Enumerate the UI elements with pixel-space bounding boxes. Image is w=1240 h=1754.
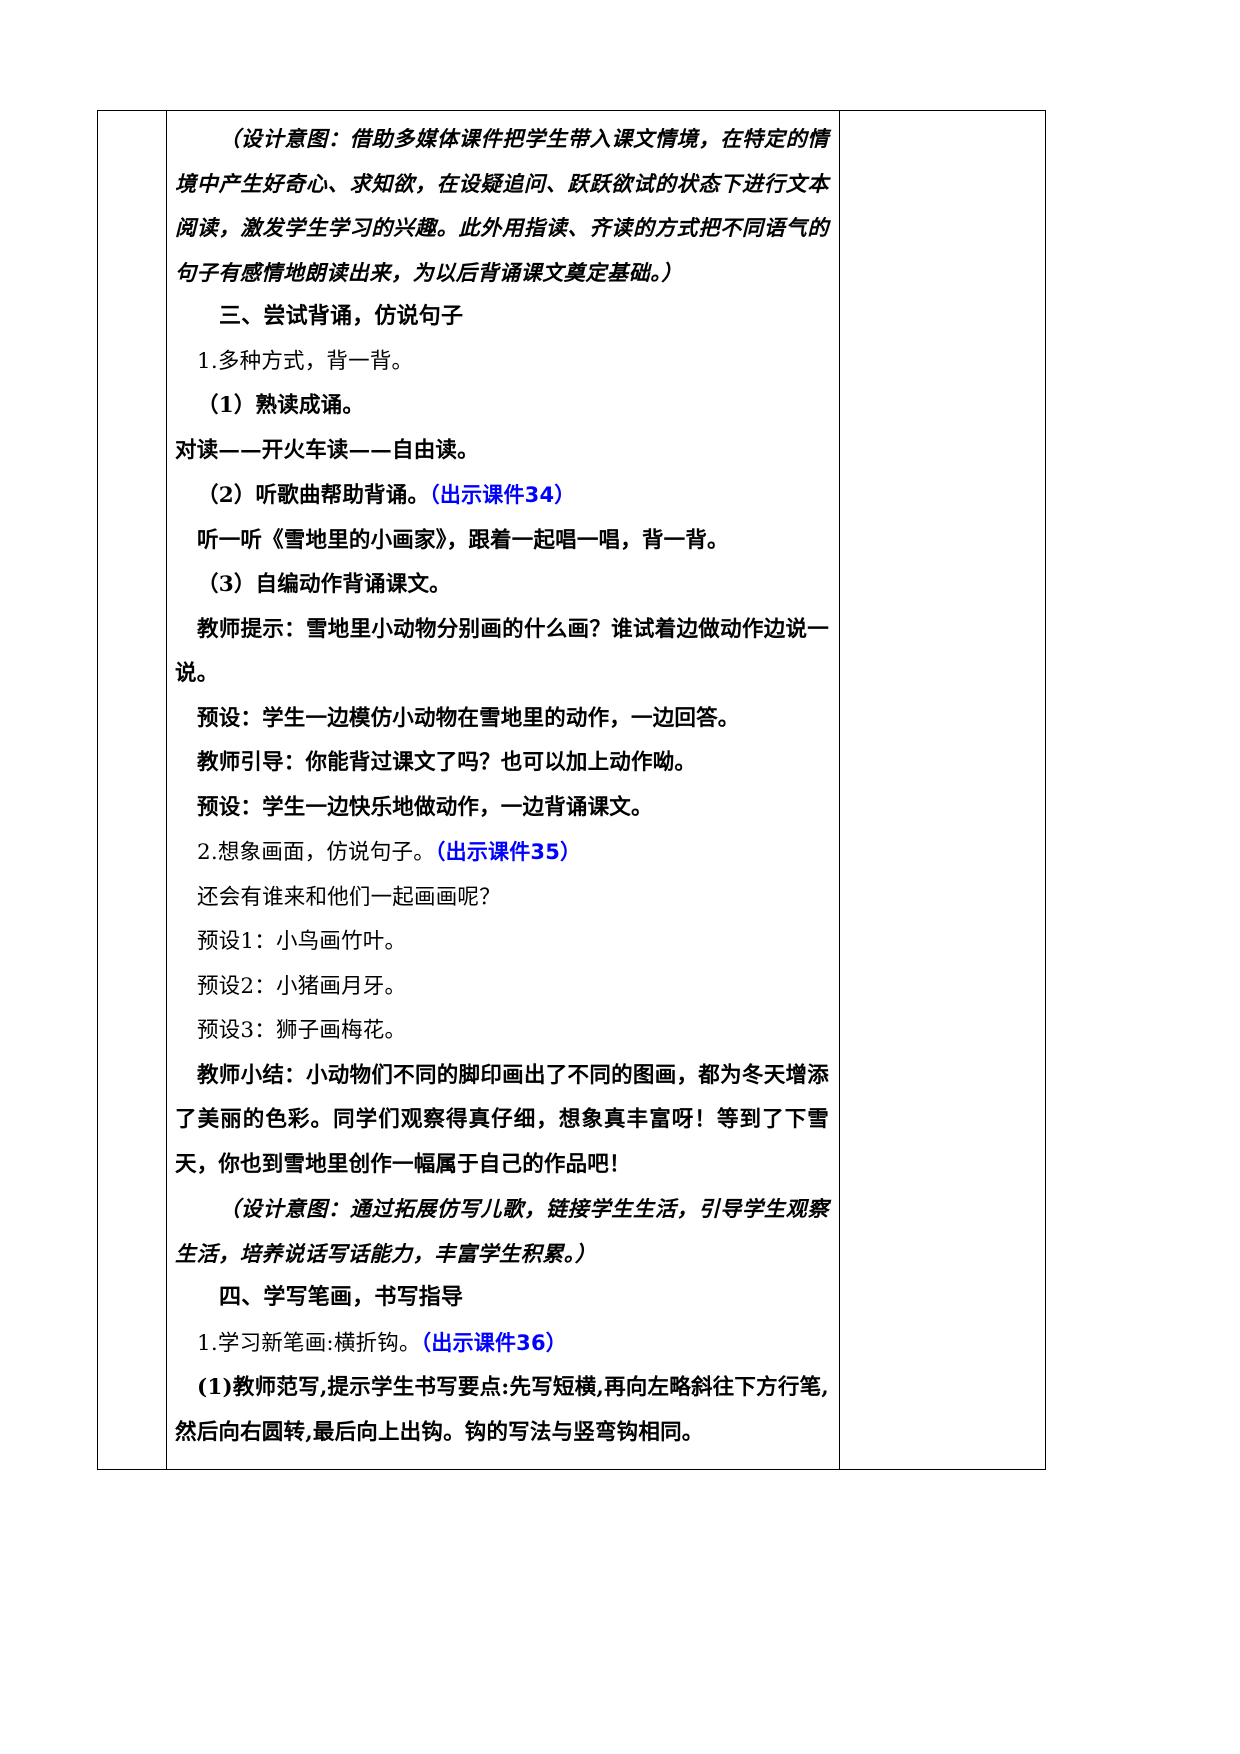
list-item-4-1-text: 1.学习新笔画:横折钩。 (197, 1330, 421, 1356)
right-column-content (840, 111, 1045, 131)
list-item-4-1-1: (1)教师范写,提示学生书写要点:先写短横,再向左略斜往下方行笔,然后向右圆转,… (175, 1375, 829, 1445)
design-intent-text-1: 借助多媒体课件把学生带入课文情境，在特定的情境中产生好奇心、求知欲，在设疑追问、… (175, 126, 829, 285)
table-row: （设计意图：借助多媒体课件把学生带入课文情境，在特定的情境中产生好奇心、求知欲，… (97, 110, 1046, 1470)
main-column-content: （设计意图：借助多媒体课件把学生带入课文情境，在特定的情境中产生好奇心、求知欲，… (167, 111, 839, 1469)
design-intent-paragraph-1: （设计意图：借助多媒体课件把学生带入课文情境，在特定的情境中产生好奇心、求知欲，… (175, 117, 829, 295)
design-intent-label-1: （设计意图： (219, 126, 350, 151)
design-intent-paragraph-2: （设计意图：通过拓展仿写儿歌，链接学生生活，引导学生观察生活，培养说话写话能力，… (175, 1187, 829, 1276)
section-heading-4: 四、学写笔画，书写指导 (219, 1285, 464, 1310)
section-heading-3: 三、尝试背诵，仿说句子 (219, 304, 464, 329)
right-column-cell (839, 110, 1046, 1470)
expectation-line-2: 预设：学生一边快乐地做动作，一边背诵课文。 (197, 794, 653, 820)
list-item-1-2-text: （2）听歌曲帮助背诵。 (197, 483, 430, 508)
list-item-4-1: 1.学习新笔画:横折钩。（出示课件36） (175, 1321, 829, 1367)
left-column-cell (97, 110, 167, 1470)
list-item-1-2: （2）听歌曲帮助背诵。（出示课件34） (175, 473, 829, 519)
list-item-1: 1.多种方式，背一背。 (197, 348, 414, 374)
prediction-line-2: 预设2：小猪画月牙。 (197, 973, 407, 999)
list-item-2-text: 2.想象画面，仿说句子。 (197, 840, 435, 865)
prediction-line-1: 预设1：小鸟画竹叶。 (197, 929, 407, 954)
courseware-marker-34: （出示课件34） (429, 483, 576, 507)
lesson-plan-table: （设计意图：借助多媒体课件把学生带入课文情境，在特定的情境中产生好奇心、求知欲，… (97, 110, 1046, 1470)
courseware-marker-36: （出示课件36） (420, 1330, 567, 1355)
teacher-prompt-line: 教师提示：雪地里小动物分别画的什么画？谁试着边做动作边说一说。 (175, 616, 829, 687)
list-item-2: 2.想象画面，仿说句子。（出示课件35） (175, 830, 829, 876)
design-intent-label-2: （设计意图： (219, 1196, 350, 1221)
listen-song-line: 听一听《雪地里的小画家》，跟着一起唱一唱，背一背。 (197, 527, 729, 553)
main-content-cell: （设计意图：借助多媒体课件把学生带入课文情境，在特定的情境中产生好奇心、求知欲，… (166, 110, 840, 1470)
teacher-summary-paragraph: 教师小结：小动物们不同的脚印画出了不同的图画，都为冬天增添了美丽的色彩。同学们观… (175, 1062, 829, 1177)
list-item-1-3: （3）自编动作背诵课文。 (197, 572, 451, 597)
expectation-line-1: 预设：学生一边模仿小动物在雪地里的动作，一边回答。 (197, 705, 740, 731)
question-who-line: 还会有谁来和他们一起画画呢？ (197, 884, 501, 910)
left-column-content (98, 111, 166, 131)
design-intent-text-2: 通过拓展仿写儿歌，链接学生生活，引导学生观察生活，培养说话写话能力，丰富学生积累… (175, 1196, 829, 1266)
teacher-guide-line: 教师引导：你能背过课文了吗？也可以加上动作呦。 (197, 750, 697, 775)
prediction-line-3: 预设3：狮子画梅花。 (197, 1018, 407, 1043)
reading-modes-line: 对读——开火车读——自由读。 (175, 437, 479, 463)
list-item-1-1: （1）熟读成诵。 (197, 393, 365, 418)
courseware-marker-35: （出示课件35） (434, 840, 582, 864)
